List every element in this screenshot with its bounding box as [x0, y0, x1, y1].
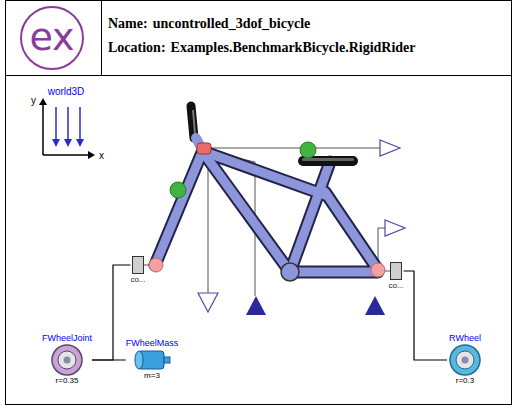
component-name: co... [130, 275, 145, 285]
component-icon [132, 349, 172, 371]
mass-ball [300, 142, 316, 158]
frame-connector: co... [130, 255, 145, 285]
connection-line [92, 359, 126, 360]
page-border [6, 1, 512, 405]
header-divider [101, 1, 102, 76]
open-arrow [198, 293, 218, 312]
logo-text: ex [29, 17, 74, 59]
wheel-joint: FWheelJoint r=0.35 [42, 333, 92, 386]
connection-line [92, 265, 130, 360]
axle-joint [371, 263, 385, 277]
field-label: Location: [108, 40, 166, 55]
wheel-symbol [52, 345, 82, 375]
connector-frame [133, 257, 144, 274]
frame-outline [155, 150, 378, 272]
bottom-bracket [281, 263, 299, 281]
point-mass: FWheelMass m=3 [126, 338, 179, 381]
component-name: co... [388, 281, 403, 291]
component-icon [36, 97, 96, 159]
connector-frame [391, 263, 402, 280]
component-name: world3D [48, 86, 85, 97]
component-icon [49, 344, 85, 376]
steering-joint [197, 143, 211, 154]
handlebar [191, 106, 194, 138]
connection-line [404, 271, 447, 360]
wheel-joint: RWheel r=0.3 [447, 333, 483, 386]
parameter-value: r=0.35 [56, 376, 79, 386]
header-rule [6, 75, 512, 76]
axis-label: x [99, 150, 104, 161]
component-icon [389, 261, 403, 281]
frame-connector: co... [388, 261, 403, 291]
support-triangle [365, 296, 385, 315]
parameter-value: r=0.3 [456, 376, 474, 386]
component-name: RWheel [449, 333, 481, 344]
component-name: FWheelJoint [42, 333, 92, 344]
handlebar-shine [193, 110, 195, 134]
world-frame: world3D [36, 86, 96, 159]
world-axes [39, 98, 95, 159]
open-arrow [385, 220, 405, 236]
component-icon [131, 255, 145, 275]
mass-symbol [135, 351, 170, 369]
model-name: uncontrolled_3dof_bicycle [153, 16, 311, 31]
mass-ball [170, 182, 186, 198]
component-name: FWheelMass [126, 338, 179, 349]
parameter-value: m=3 [144, 371, 160, 381]
saddle-shine [302, 158, 354, 161]
axle-joint [149, 258, 163, 272]
open-arrow [380, 140, 400, 156]
support-triangle [246, 296, 266, 315]
axis-label: y [31, 95, 36, 106]
frame-tube [155, 150, 378, 272]
model-location: Examples.BenchmarkBicycle.RigidRider [171, 40, 416, 55]
logo-circle [21, 7, 83, 69]
leader-lines [144, 148, 390, 296]
field-label: Name: [108, 16, 148, 31]
component-icon [447, 344, 483, 376]
wheel-symbol [450, 345, 480, 375]
